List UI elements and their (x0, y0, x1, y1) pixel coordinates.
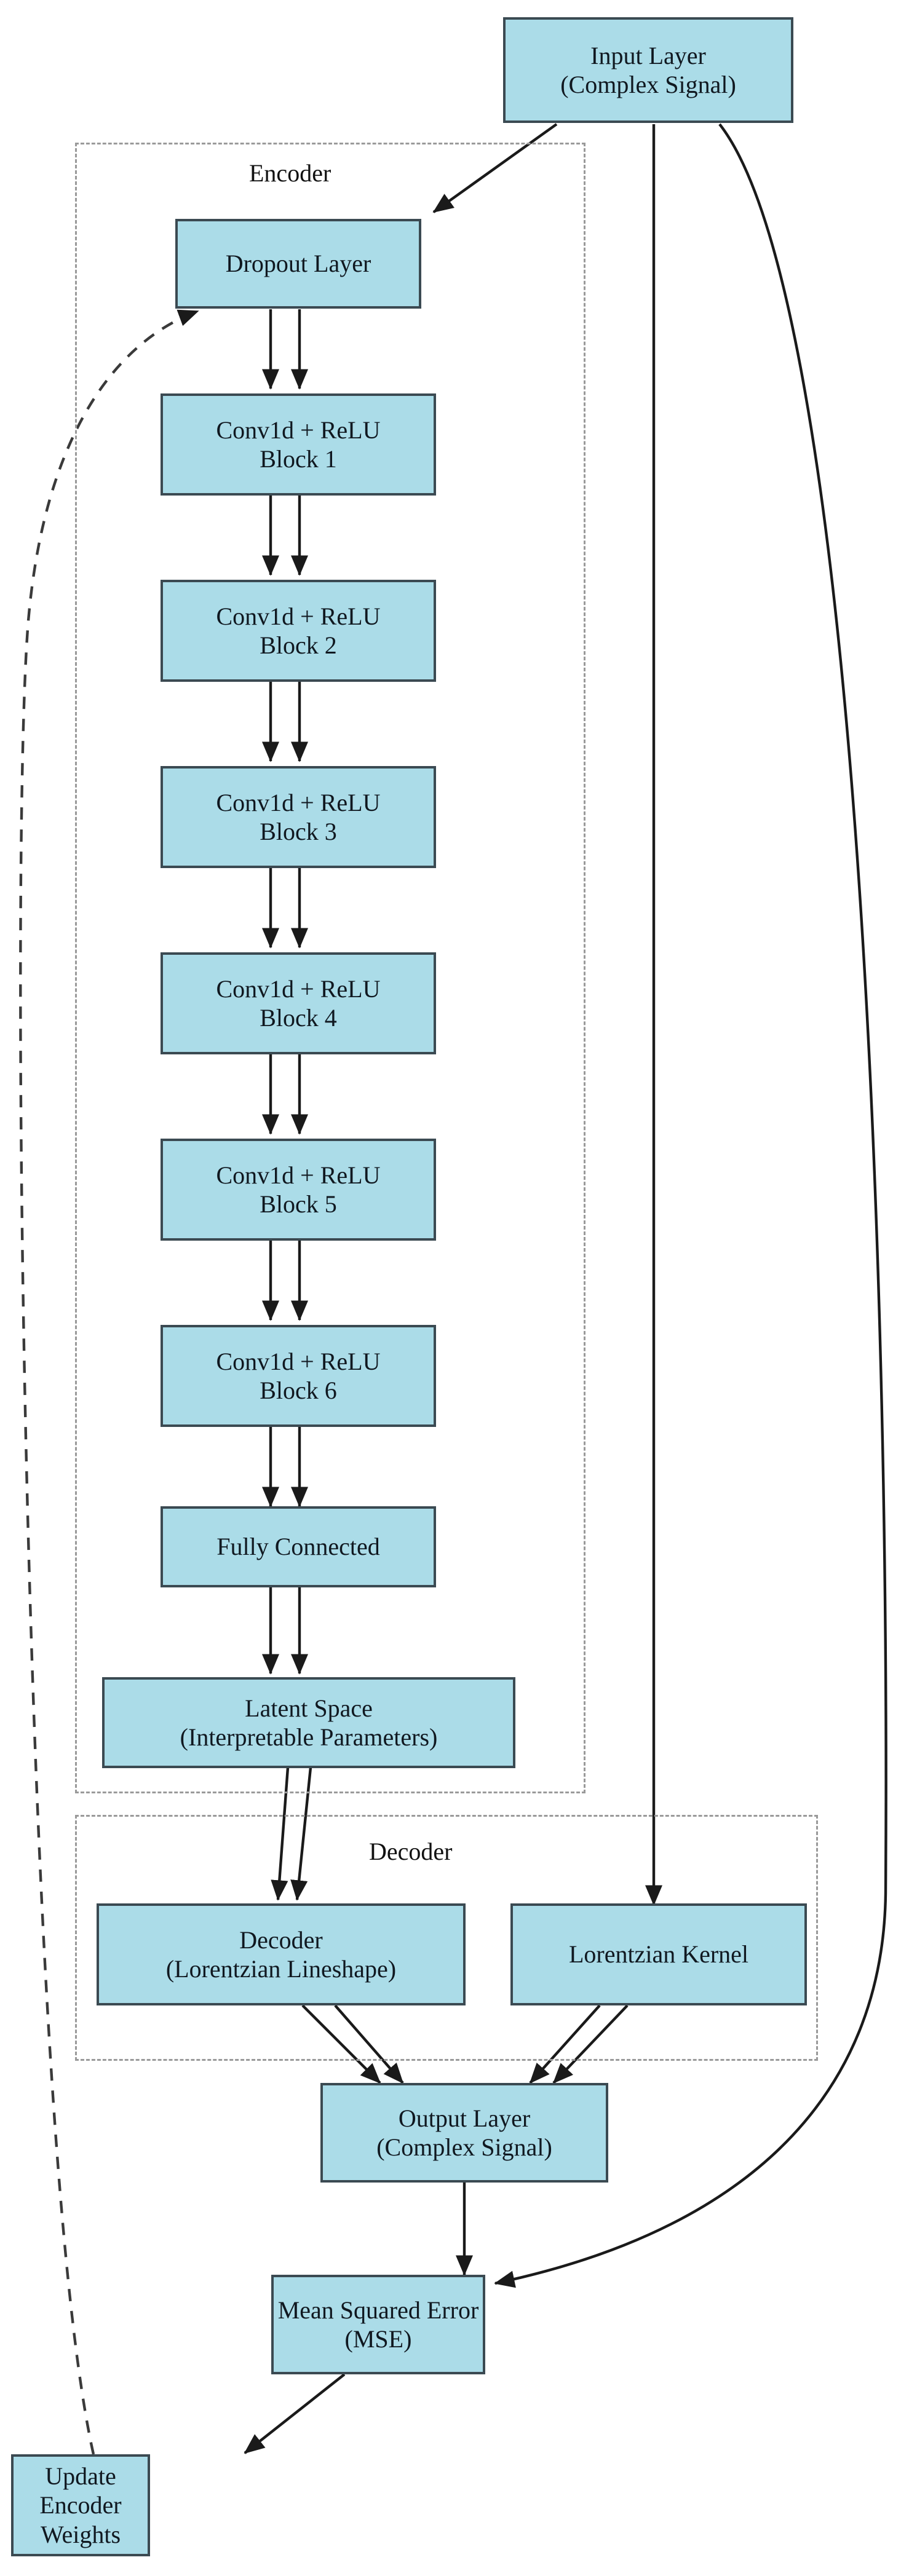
node-fully-connected-label: Fully Connected (216, 1533, 380, 1561)
node-mean-squared-error-label: Mean Squared Error (MSE) (277, 2296, 479, 2353)
node-fully-connected[interactable]: Fully Connected (161, 1506, 436, 1587)
node-dropout-layer-label: Dropout Layer (225, 250, 371, 278)
node-lorentzian-kernel-label: Lorentzian Kernel (568, 1940, 749, 1969)
cluster-encoder-label: Encoder (249, 159, 331, 187)
node-latent-space[interactable]: Latent Space (Interpretable Parameters) (102, 1677, 515, 1768)
node-lorentzian-kernel[interactable]: Lorentzian Kernel (510, 1903, 807, 2005)
node-conv-block-6-label: Conv1d + ReLU Block 6 (216, 1347, 381, 1404)
node-update-encoder-weights[interactable]: Update Encoder Weights (11, 2454, 150, 2556)
node-decoder-lineshape[interactable]: Decoder (Lorentzian Lineshape) (97, 1903, 466, 2005)
node-input-layer-label: Input Layer (Complex Signal) (560, 41, 736, 98)
node-dropout-layer[interactable]: Dropout Layer (175, 219, 421, 309)
node-conv-block-1-label: Conv1d + ReLU Block 1 (216, 416, 381, 473)
node-conv-block-2-label: Conv1d + ReLU Block 2 (216, 602, 381, 659)
node-conv-block-6[interactable]: Conv1d + ReLU Block 6 (161, 1325, 436, 1427)
node-input-layer[interactable]: Input Layer (Complex Signal) (503, 17, 793, 123)
node-conv-block-5[interactable]: Conv1d + ReLU Block 5 (161, 1139, 436, 1241)
node-conv-block-4[interactable]: Conv1d + ReLU Block 4 (161, 952, 436, 1054)
node-conv-block-2[interactable]: Conv1d + ReLU Block 2 (161, 580, 436, 682)
node-output-layer[interactable]: Output Layer (Complex Signal) (320, 2083, 608, 2183)
node-latent-space-label: Latent Space (Interpretable Parameters) (180, 1694, 438, 1751)
edge-mse-update (244, 2373, 346, 2454)
node-conv-block-5-label: Conv1d + ReLU Block 5 (216, 1161, 381, 1218)
node-conv-block-3[interactable]: Conv1d + ReLU Block 3 (161, 766, 436, 868)
node-output-layer-label: Output Layer (Complex Signal) (376, 2104, 552, 2161)
node-update-encoder-weights-label: Update Encoder Weights (39, 2462, 122, 2548)
node-conv-block-3-label: Conv1d + ReLU Block 3 (216, 788, 381, 845)
node-conv-block-1[interactable]: Conv1d + ReLU Block 1 (161, 393, 436, 496)
node-decoder-lineshape-label: Decoder (Lorentzian Lineshape) (165, 1926, 397, 1983)
cluster-decoder-label: Decoder (369, 1838, 453, 1865)
node-mean-squared-error[interactable]: Mean Squared Error (MSE) (271, 2275, 485, 2374)
node-conv-block-4-label: Conv1d + ReLU Block 4 (216, 974, 381, 1032)
